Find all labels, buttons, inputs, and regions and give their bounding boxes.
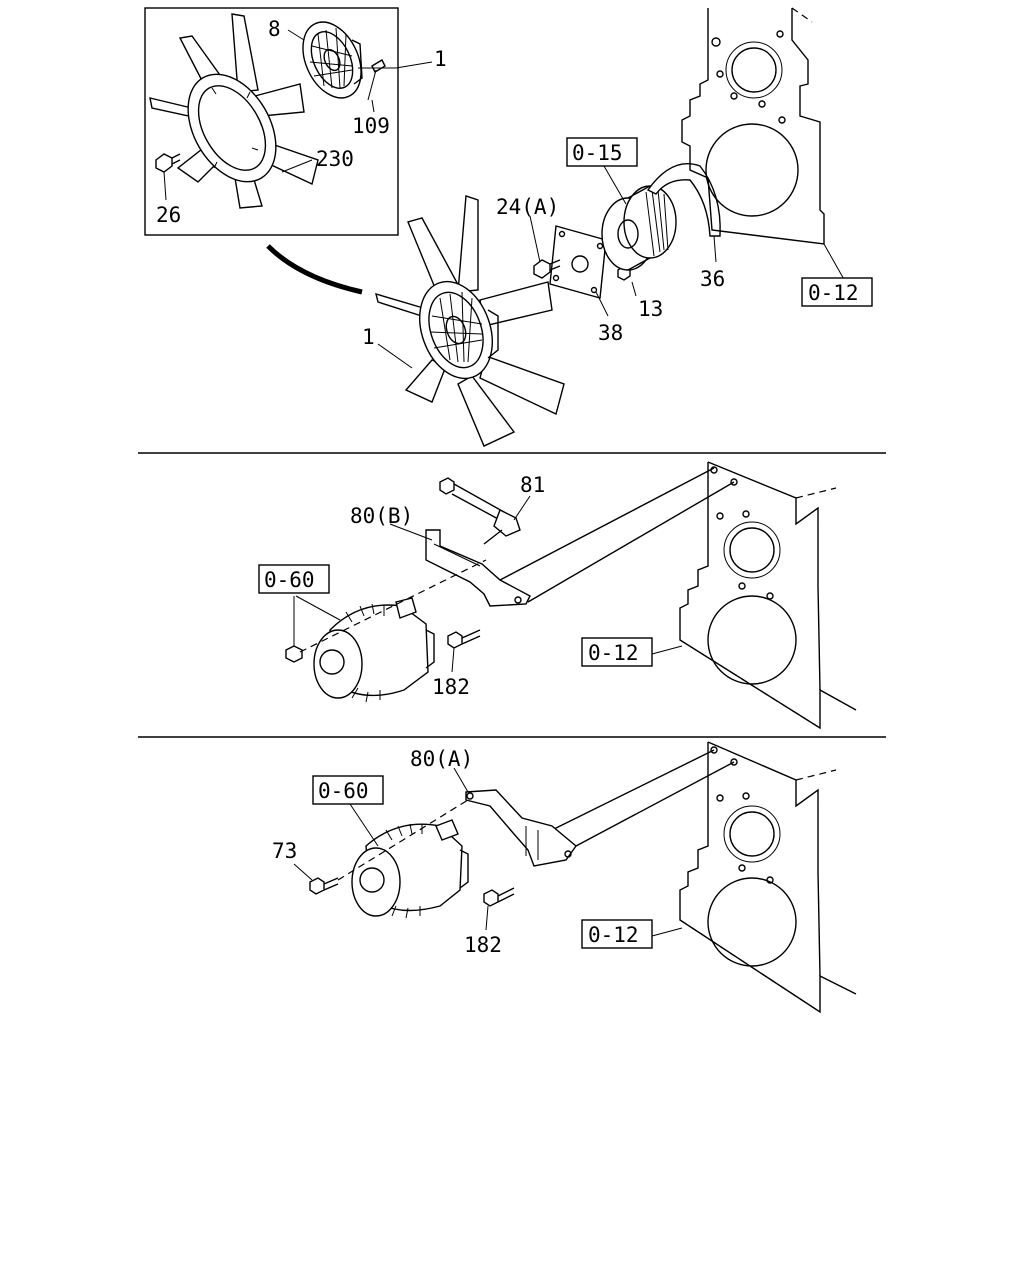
callout-36: 36	[700, 267, 725, 291]
callout-26: 26	[156, 203, 181, 227]
inset-fan-clutch	[302, 21, 363, 99]
inset-frame	[144, 7, 399, 236]
callout-8: 8	[268, 17, 281, 41]
callout-0-60-middle: 0-60	[264, 568, 315, 592]
ref-box-0-12-middle	[581, 637, 653, 667]
callout-24a: 24(A)	[496, 195, 559, 219]
callout-13: 13	[638, 297, 663, 321]
inset-shroud-ring	[187, 73, 277, 183]
engine-block-middle	[679, 461, 857, 730]
engine-block-bottom	[679, 741, 857, 1014]
callout-73: 73	[272, 839, 297, 863]
callout-1: 1	[362, 325, 375, 349]
adjusting-bolt-81	[439, 477, 521, 545]
callout-0-15: 0-15	[572, 141, 623, 165]
alternator-a	[351, 819, 469, 919]
callout-182-bottom: 182	[464, 933, 502, 957]
bolt-73	[309, 877, 339, 895]
callout-0-60-bottom: 0-60	[318, 779, 369, 803]
pulley	[601, 185, 677, 271]
inset-bolt	[155, 153, 181, 173]
engine-block-top	[681, 7, 851, 291]
callout-0-12-top: 0-12	[808, 281, 859, 305]
callout-109: 109	[352, 114, 390, 138]
callout-0-12-middle: 0-12	[588, 641, 639, 665]
callout-230: 230	[316, 147, 354, 171]
ref-box-0-15	[566, 137, 638, 167]
callout-1-inset: 1	[434, 47, 447, 71]
fan-assembly	[375, 195, 565, 447]
bolt-182-b	[447, 629, 481, 649]
callout-0-12-bottom: 0-12	[588, 923, 639, 947]
callout-80b: 80(B)	[350, 504, 413, 528]
section-alternator-b: 81 80(B) 0-60 182 0-12	[258, 461, 857, 730]
bracket-80b	[425, 529, 531, 607]
bracket-80a	[465, 789, 577, 867]
ref-box-0-60-bottom	[312, 775, 384, 805]
inset-stud	[367, 59, 386, 101]
section-alternator-a: 80(A) 0-60 73 182 0-12	[272, 741, 857, 1014]
ref-box-0-12-bottom	[581, 919, 653, 949]
bolt-24a	[533, 259, 561, 279]
section-fan: 8 1 109 230 26	[144, 7, 873, 447]
callout-80a: 80(A)	[410, 747, 473, 771]
ref-box-0-12-top	[801, 277, 873, 307]
callout-182-middle: 182	[432, 675, 470, 699]
fan-clutch-face	[419, 280, 493, 380]
alternator-b	[313, 597, 435, 703]
belt-guard	[646, 163, 721, 237]
ref-box-0-60-middle	[258, 564, 330, 594]
bolt-182-a	[483, 887, 515, 907]
inset-detail: 8 1 109 230 26	[144, 7, 447, 236]
inset-pointer-arrow	[266, 244, 363, 295]
alternator-nut-b	[285, 645, 303, 663]
callout-81: 81	[520, 473, 545, 497]
fan-bracket	[549, 225, 607, 299]
callout-38: 38	[598, 321, 623, 345]
